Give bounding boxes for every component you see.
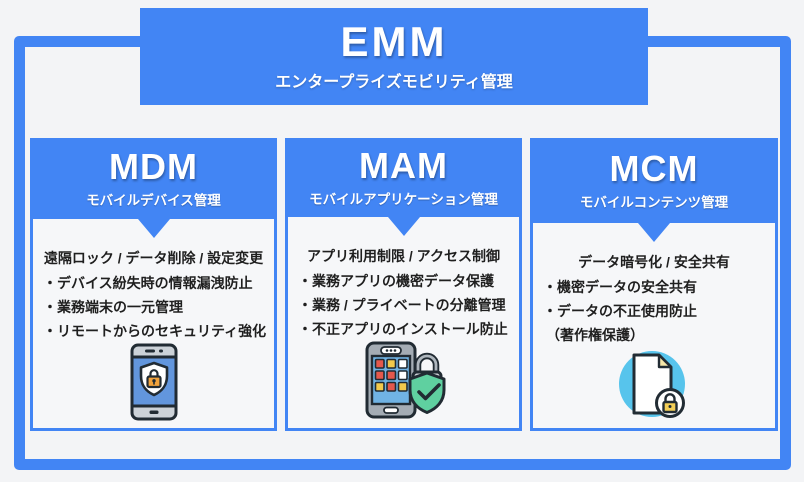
mcm-headline: データ暗号化 / 安全共有 xyxy=(578,254,730,270)
mdm-headline: 遠隔ロック / データ削除 / 設定変更 xyxy=(43,250,264,266)
mam-subtitle: モバイルアプリケーション管理 xyxy=(309,191,498,207)
mcm-header: MCM モバイルコンテンツ管理 xyxy=(530,138,778,223)
mcm-bullet-list: ・機密データの安全共有 ・データの不正使用防止 xyxy=(537,275,771,323)
mdm-bullet-list: ・デバイス紛失時の情報漏洩防止 ・業務端末の一元管理 ・リモートからのセキュリテ… xyxy=(37,271,270,343)
smartphone-shield-lock-icon xyxy=(126,343,182,421)
mam-header: MAM モバイルアプリケーション管理 xyxy=(285,138,522,217)
mcm-bullet: ・データの不正使用防止 xyxy=(543,303,697,319)
mcm-body: データ暗号化 / 安全共有 ・機密データの安全共有 ・データの不正使用防止 （著… xyxy=(530,223,778,431)
mdm-bullet: ・リモートからのセキュリティ強化 xyxy=(43,323,267,339)
mdm-header: MDM モバイルデバイス管理 xyxy=(30,138,277,219)
mdm-column: MDM モバイルデバイス管理 遠隔ロック / データ削除 / 設定変更 ・デバイ… xyxy=(30,138,277,431)
mcm-bullet: ・機密データの安全共有 xyxy=(543,279,697,295)
mcm-column: MCM モバイルコンテンツ管理 データ暗号化 / 安全共有 ・機密データの安全共… xyxy=(530,138,778,431)
mam-bullet: ・業務 / プライベートの分離管理 xyxy=(298,297,506,313)
emm-subtitle: エンタープライズモビリティ管理 xyxy=(275,74,513,91)
mdm-body: 遠隔ロック / データ削除 / 設定変更 ・デバイス紛失時の情報漏洩防止 ・業務… xyxy=(30,219,277,431)
mdm-subtitle: モバイルデバイス管理 xyxy=(86,192,221,208)
mdm-title: MDM xyxy=(109,145,198,187)
mam-title: MAM xyxy=(359,144,448,186)
mam-column: MAM モバイルアプリケーション管理 アプリ利用制限 / アクセス制御 ・業務ア… xyxy=(285,138,522,431)
document-lock-icon xyxy=(614,347,694,421)
mam-bullet: ・業務アプリの機密データ保護 xyxy=(298,273,494,289)
mam-bullet-list: ・業務アプリの機密データ保護 ・業務 / プライベートの分離管理 ・不正アプリの… xyxy=(292,269,515,341)
smartphone-apps-shield-check-icon xyxy=(361,341,447,421)
mdm-bullet: ・デバイス紛失時の情報漏洩防止 xyxy=(43,275,253,291)
mdm-bullet: ・業務端末の一元管理 xyxy=(43,299,183,315)
emm-title: EMM xyxy=(340,18,448,65)
mam-headline: アプリ利用制限 / アクセス制御 xyxy=(307,248,500,264)
emm-header-box: EMM エンタープライズモビリティ管理 xyxy=(140,8,648,105)
mcm-note: （著作権保護） xyxy=(546,327,644,343)
mcm-subtitle: モバイルコンテンツ管理 xyxy=(579,194,729,210)
mam-body: アプリ利用制限 / アクセス制御 ・業務アプリの機密データ保護 ・業務 / プラ… xyxy=(285,217,522,431)
mam-bullet: ・不正アプリのインストール防止 xyxy=(298,321,508,337)
mcm-title: MCM xyxy=(609,147,699,189)
